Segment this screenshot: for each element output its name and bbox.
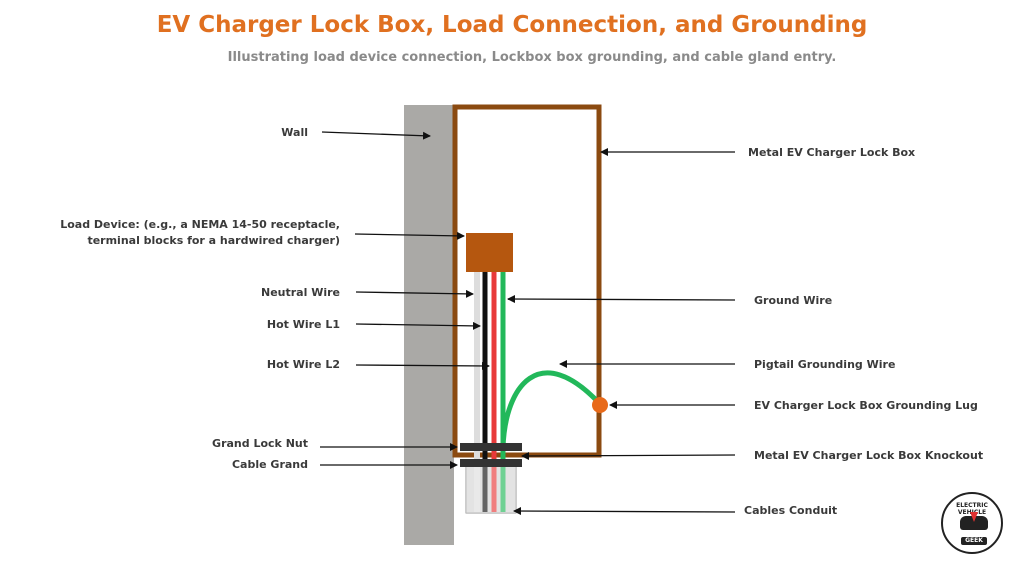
car-icon bbox=[960, 516, 988, 530]
label-pigtail: Pigtail Grounding Wire bbox=[754, 358, 895, 371]
label-neutral-wire: Neutral Wire bbox=[261, 286, 340, 299]
logo-text-bottom: GEEK bbox=[961, 537, 987, 545]
arrow-hot-l2 bbox=[355, 361, 490, 370]
arrow-conduit bbox=[513, 507, 736, 516]
conduit-overlay bbox=[466, 466, 516, 513]
load-device bbox=[466, 233, 513, 272]
label-load-device-line1: Load Device: (e.g., a NEMA 14-50 recepta… bbox=[60, 218, 340, 231]
grounding-lug bbox=[592, 397, 608, 413]
label-wall: Wall bbox=[281, 126, 308, 139]
lightning-bolt-icon bbox=[970, 512, 978, 522]
label-load-device-line2: terminal blocks for a hardwired charger) bbox=[87, 234, 340, 247]
label-hot-wire-l2: Hot Wire L2 bbox=[267, 358, 340, 371]
label-hot-wire-l1: Hot Wire L1 bbox=[267, 318, 340, 331]
label-knockout: Metal EV Charger Lock Box Knockout bbox=[754, 449, 983, 462]
label-grounding-lug: EV Charger Lock Box Grounding Lug bbox=[754, 399, 978, 412]
arrow-knockout bbox=[521, 451, 736, 460]
arrow-hot-l1 bbox=[355, 321, 481, 330]
ev-geek-logo: ELECTRIC VEHICLE GEEK bbox=[941, 492, 1003, 554]
label-cable-grand: Cable Grand bbox=[232, 458, 308, 471]
diagram-subtitle: Illustrating load device connection, Loc… bbox=[227, 50, 837, 65]
arrow-ground-wire bbox=[507, 295, 736, 304]
label-grand-lock-nut: Grand Lock Nut bbox=[212, 437, 308, 450]
diagram-title: EV Charger Lock Box, Load Connection, an… bbox=[156, 12, 868, 38]
arrow-wall bbox=[321, 131, 431, 140]
label-lock-box: Metal EV Charger Lock Box bbox=[748, 146, 915, 159]
arrow-load-device bbox=[354, 231, 465, 240]
cable-grand bbox=[460, 459, 522, 467]
label-ground-wire: Ground Wire bbox=[754, 294, 832, 307]
grand-lock-nut bbox=[460, 443, 522, 451]
label-conduit: Cables Conduit bbox=[744, 504, 837, 517]
arrow-neutral bbox=[355, 289, 474, 298]
pigtail-grounding-wire bbox=[500, 370, 602, 449]
